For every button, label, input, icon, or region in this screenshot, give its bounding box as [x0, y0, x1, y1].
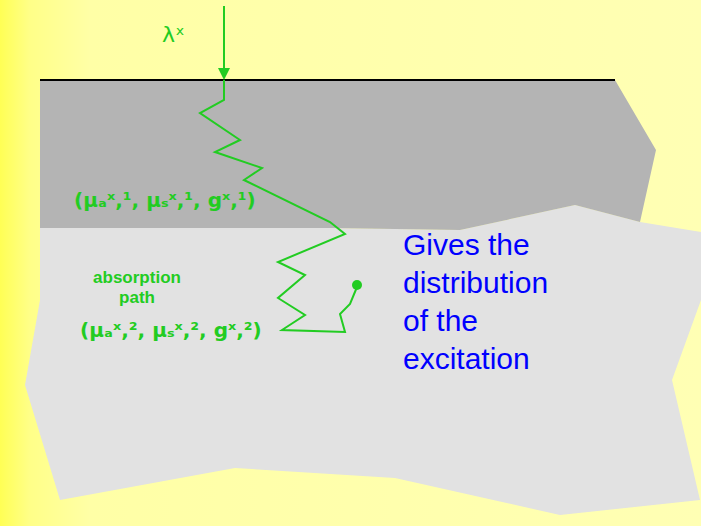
lower-tissue-layer	[25, 205, 701, 515]
surface-line	[40, 79, 615, 81]
wavelength-label: λˣ	[162, 22, 185, 47]
path-label: absorption path	[82, 268, 192, 308]
upper-tissue-layer	[40, 80, 656, 230]
absorption-point	[352, 280, 362, 290]
description-note: Gives the distribution of the excitation	[403, 226, 581, 378]
layer-parameters: (μₐˣ,¹, μₛˣ,¹, gˣ,¹)	[74, 188, 256, 212]
incident-arrowhead	[218, 68, 230, 80]
incident-arrow	[223, 6, 225, 70]
layer-parameters: (μₐˣ,², μₛˣ,², gˣ,²)	[80, 318, 262, 342]
